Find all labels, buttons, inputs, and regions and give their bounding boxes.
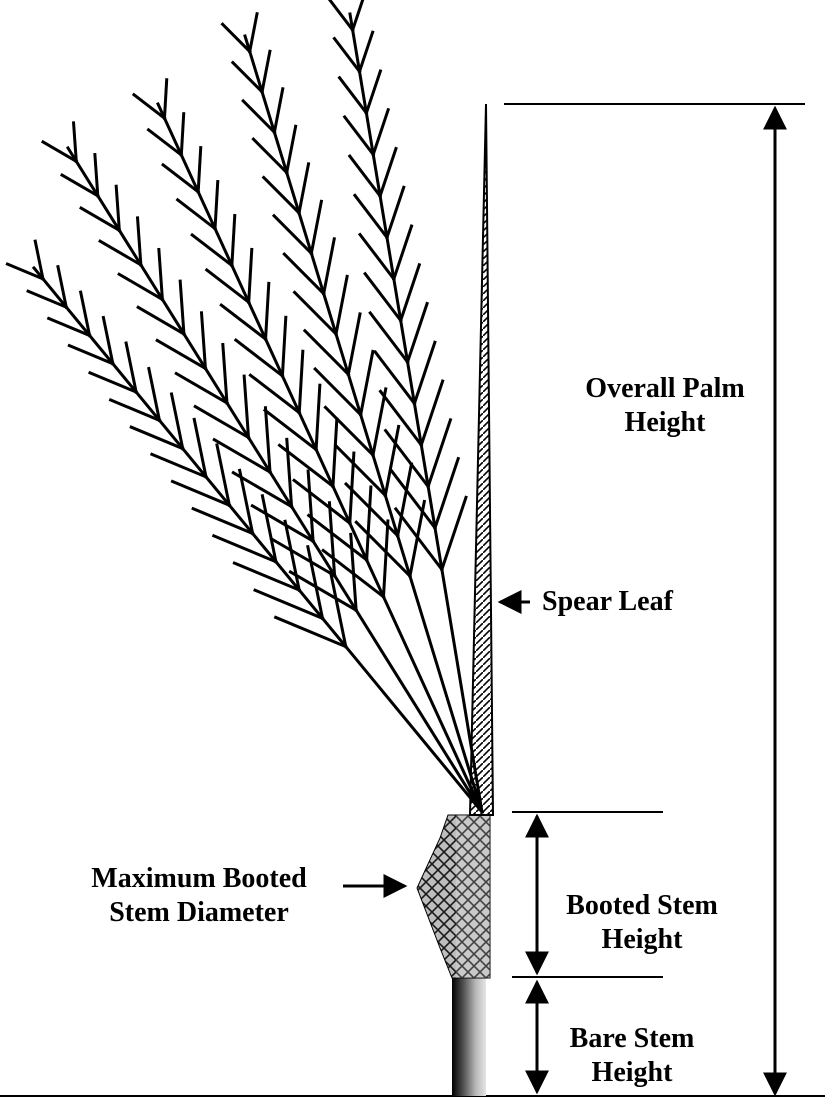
frond-leaflet: [396, 509, 442, 569]
bare-stem-height-line-1: Bare Stem: [552, 1022, 712, 1056]
frond-leaflet: [308, 471, 313, 541]
frond-leaflet: [360, 32, 373, 71]
frond-leaflet: [387, 187, 404, 237]
spear-leaf: [470, 104, 493, 815]
overall-palm-height-label: Overall Palm Height: [560, 372, 770, 440]
frond-leaflet: [329, 503, 334, 576]
frond-leaflet: [266, 283, 269, 339]
frond-leaflet: [435, 459, 458, 528]
booted-stem-height-line-2: Height: [542, 923, 742, 957]
frond-leaflet: [361, 351, 373, 414]
frond-leaflet: [353, 0, 365, 30]
frond-leaflet: [333, 419, 337, 486]
frond-leaflet: [408, 304, 428, 362]
overall-palm-height-line-2: Height: [560, 406, 770, 440]
bare-stem-height-line-2: Height: [552, 1056, 712, 1090]
spear-leaf-label: Spear Leaf: [542, 585, 673, 619]
frond-leaflet: [373, 110, 388, 155]
frond-leaflet: [250, 14, 257, 52]
palm-fronds: [7, 0, 482, 812]
frond-leaflet: [198, 148, 201, 192]
booted-stem-height-line-1: Booted Stem: [542, 889, 742, 923]
frond-leaflet: [324, 239, 335, 294]
frond-rachis: [350, 14, 482, 812]
frond-leaflet: [181, 114, 183, 155]
frond-leaflet: [380, 149, 396, 196]
spear-leaf-text: Spear Leaf: [542, 585, 673, 619]
frond-rachis: [68, 148, 482, 812]
overall-palm-height-line-1: Overall Palm: [560, 372, 770, 406]
frond-leaflet: [265, 408, 270, 472]
frond-leaflet: [391, 470, 435, 528]
frond-leaflet: [274, 89, 282, 132]
bare-stem-height-label: Bare Stem Height: [552, 1022, 712, 1090]
frond-leaflet: [249, 249, 252, 302]
bare-stem: [452, 978, 486, 1096]
frond-leaflet: [410, 501, 424, 576]
max-diameter-line-2: Stem Diameter: [54, 896, 344, 930]
frond-leaflet: [348, 314, 360, 374]
frond-leaflet: [299, 164, 308, 213]
max-booted-stem-diameter-label: Maximum Booted Stem Diameter: [54, 862, 344, 930]
frond-leaflet: [223, 344, 227, 403]
frond-leaflet: [384, 521, 388, 597]
frond-leaflet: [366, 71, 380, 113]
frond-leaflet: [244, 376, 248, 437]
frond-leaflet: [262, 51, 270, 92]
frond-leaflet: [367, 487, 371, 560]
frond-leaflet: [215, 182, 218, 229]
frond-leaflet: [414, 342, 434, 403]
frond-leaflet: [428, 420, 450, 487]
frond-leaflet: [350, 453, 354, 523]
frond-leaflet: [316, 385, 320, 449]
frond-leaflet: [401, 265, 420, 321]
frond-leaflet: [311, 201, 321, 253]
frond-leaflet: [442, 497, 466, 569]
frond-leaflet: [299, 351, 303, 412]
frond-leaflet: [252, 506, 313, 541]
frond-leaflet: [164, 80, 166, 118]
frond-leaflet: [336, 276, 347, 334]
frond-leaflet: [421, 381, 442, 445]
frond-leaflet: [202, 313, 206, 369]
frond-leaflet: [282, 317, 285, 376]
max-diameter-line-1: Maximum Booted: [54, 862, 344, 896]
frond-leaflet: [232, 215, 235, 265]
booted-stem-shade: [456, 815, 490, 978]
frond-leaflet: [373, 389, 386, 455]
frond-leaflet: [287, 126, 296, 172]
frond-rachis: [34, 268, 482, 812]
frond-leaflet: [394, 226, 412, 279]
booted-stem-height-label: Booted Stem Height: [542, 889, 742, 957]
frond-leaflet: [287, 439, 292, 506]
